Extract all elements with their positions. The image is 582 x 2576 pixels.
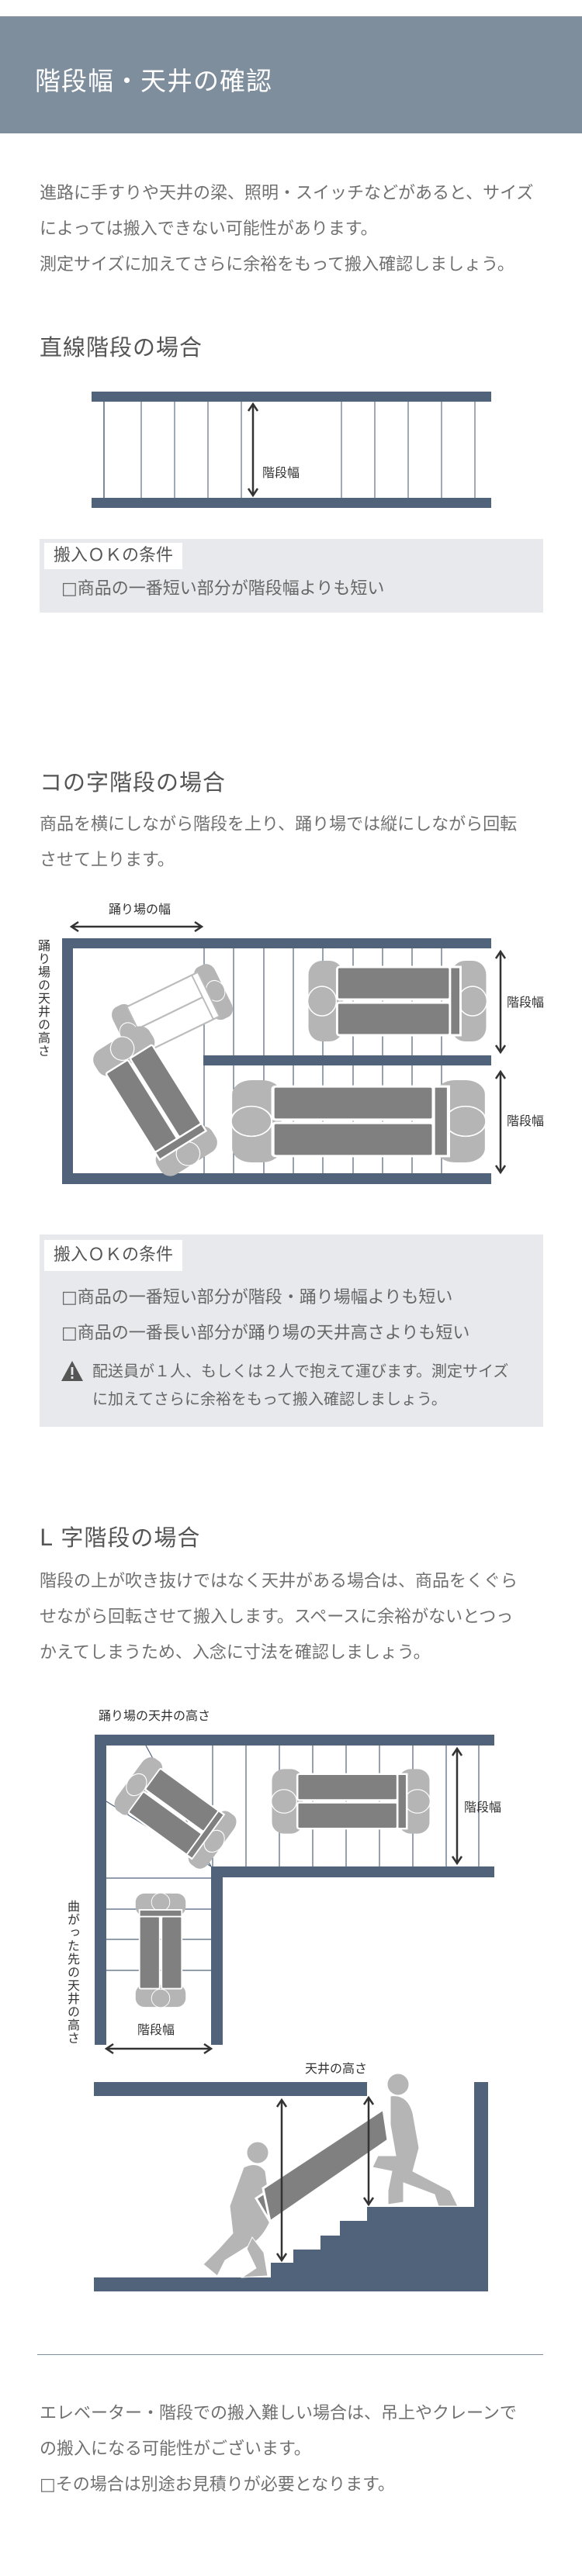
stair-width-arrow-right xyxy=(451,1746,463,1866)
landing-ceiling-label: 踊り場の天井の高さ xyxy=(36,939,50,1058)
wall-bottom xyxy=(92,498,491,508)
landing-ceiling-label: 踊り場の天井の高さ xyxy=(99,1708,211,1723)
u-conditions-box: 搬入ＯＫの条件 □商品の一番短い部分が階段・踊り場幅よりも短い □商品の一番長い… xyxy=(40,1234,543,1427)
l-stair-heading: L 字階段の場合 xyxy=(40,1525,201,1551)
u-stair-heading: コの字階段の場合 xyxy=(40,769,227,796)
ceiling-height-label: 天井の高さ xyxy=(305,2061,368,2076)
intro-text: 進路に手すりや天井の梁、照明・スイッチなどがあると、サイズ によっては搬入できな… xyxy=(40,176,533,283)
desc-line: 階段の上が吹き抜けではなく天井がある場合は、商品をくぐら xyxy=(40,1572,518,1591)
person-lower xyxy=(203,2141,272,2278)
landing-width-label: 踊り場の幅 xyxy=(109,902,171,917)
desc-line: せながら回転させて搬入します。スペースに余裕がないとつっ xyxy=(40,1607,514,1627)
stair-width-label-right: 階段幅 xyxy=(464,1800,502,1815)
straight-stair-heading: 直線階段の場合 xyxy=(40,334,203,361)
warning-line: 配送員が１人、もしくは２人で抱えて運びます。測定サイズ xyxy=(92,1362,509,1380)
conditions-label: 搬入ＯＫの条件 xyxy=(44,1240,183,1271)
stair-width-arrow-top xyxy=(494,949,507,1055)
l-stair-description: 階段の上が吹き抜けではなく天井がある場合は、商品をくぐら せながら回転させて搬入… xyxy=(40,1564,518,1671)
u-stair-description: 商品を横にしながら階段を上り、踊り場では縦にしながら回転 させて上ります。 xyxy=(40,807,517,879)
wall-top xyxy=(62,938,491,948)
wall-top xyxy=(92,392,491,402)
ceiling-height-arrow-1 xyxy=(275,2098,288,2263)
stair-width-label-top: 階段幅 xyxy=(507,995,545,1010)
stair-width-label-bottom: 階段幅 xyxy=(507,1114,545,1128)
straight-conditions-box: 搬入ＯＫの条件 □商品の一番短い部分が階段幅よりも短い xyxy=(40,539,543,613)
staircase xyxy=(94,2207,474,2291)
condition-item: □商品の一番長い部分が踊り場の天井高さよりも短い xyxy=(61,1324,470,1343)
stair-treads xyxy=(103,402,476,498)
width-arrow xyxy=(247,402,259,498)
wall-inner-horizontal xyxy=(211,1866,494,1877)
wall-middle xyxy=(203,1055,491,1065)
intro-line: 進路に手すりや天井の梁、照明・スイッチなどがあると、サイズ xyxy=(40,184,534,203)
footer-line: エレベーター・階段での搬入難しい場合は、吊上やクレーンで xyxy=(40,2404,517,2423)
footer-line: の搬入になる可能性がございます。 xyxy=(40,2440,311,2459)
footer-line: □その場合は別途お見積りが必要となります。 xyxy=(40,2475,395,2495)
wall-inner-vertical xyxy=(211,1866,223,2045)
stair-width-label: 階段幅 xyxy=(262,465,300,480)
desc-line: かえてしまうため、入念に寸法を確認しましょう。 xyxy=(40,1643,431,1663)
desc-line: 商品を横にしながら階段を上り、踊り場では縦にしながら回転 xyxy=(40,815,518,834)
footer-text: エレベーター・階段での搬入難しい場合は、吊上やクレーンで の搬入になる可能性がご… xyxy=(40,2396,517,2503)
wall-right xyxy=(474,2082,488,2291)
stair-width-arrow-bottom xyxy=(104,2042,213,2055)
wall-left xyxy=(62,938,73,1184)
stair-width-label-bottom: 階段幅 xyxy=(137,2022,175,2037)
wall-left xyxy=(95,1735,106,2045)
sofa-side xyxy=(254,2107,390,2224)
page-header xyxy=(0,16,582,133)
warning-triangle-icon xyxy=(61,1361,83,1381)
intro-line: 測定サイズに加えてさらに余裕をもって搬入確認しましょう。 xyxy=(40,255,514,275)
person-upper xyxy=(372,2073,459,2207)
intro-line: によっては搬入できない可能性があります。 xyxy=(40,219,378,239)
section-divider xyxy=(37,2354,543,2355)
warning-line: に加えてさらに余裕をもって搬入確認しましょう。 xyxy=(92,1390,447,1408)
desc-line: させて上ります。 xyxy=(40,851,175,870)
wall-top xyxy=(95,1735,494,1746)
condition-item: □商品の一番短い部分が階段・踊り場幅よりも短い xyxy=(61,1288,453,1307)
ceiling-height-arrow-2 xyxy=(362,2095,375,2207)
conditions-label: 搬入ＯＫの条件 xyxy=(44,543,183,569)
turn-ceiling-label: 曲がった先の天井の高さ xyxy=(65,1900,80,2045)
ceiling xyxy=(94,2082,367,2096)
page-title: 階段幅・天井の確認 xyxy=(35,66,272,96)
stair-width-arrow-bottom xyxy=(494,1069,507,1175)
condition-item: □商品の一番短い部分が階段幅よりも短い xyxy=(61,579,385,599)
landing-width-arrow xyxy=(69,920,204,933)
